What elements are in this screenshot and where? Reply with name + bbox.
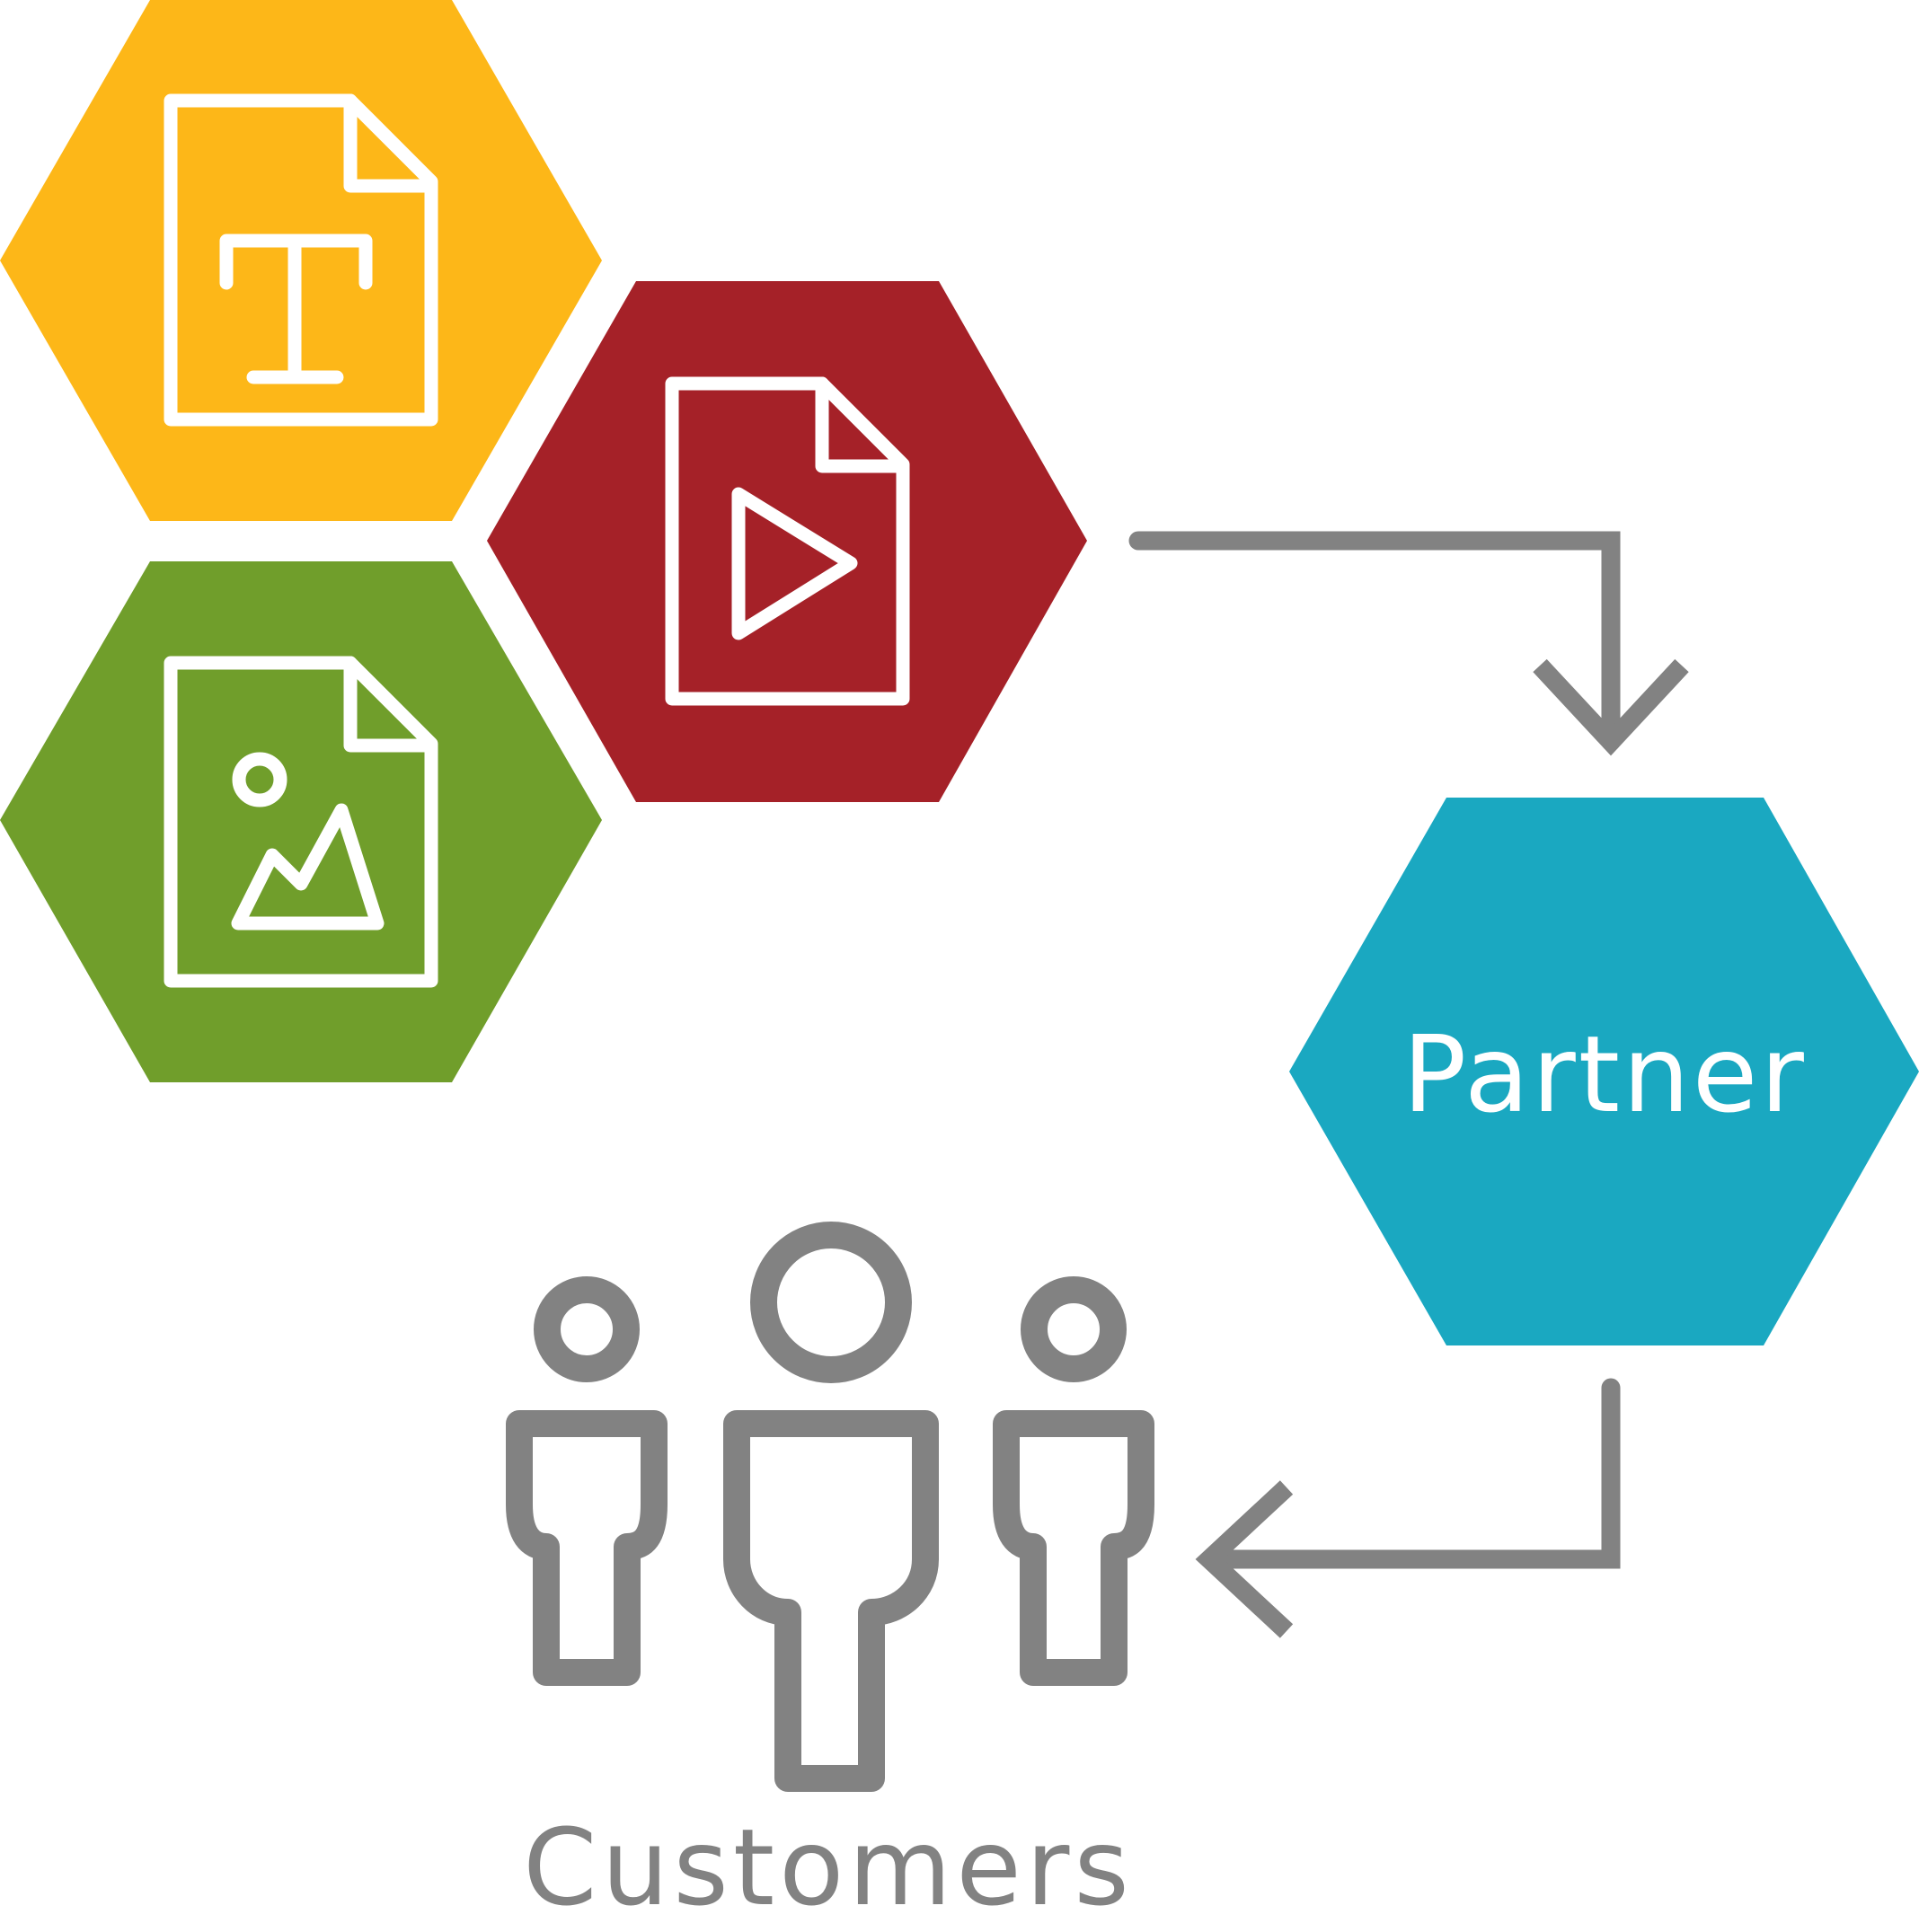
connector-line-down <box>1128 531 1621 752</box>
image-document-hexagon <box>0 561 602 1082</box>
video-document-node <box>487 281 1087 802</box>
arrow-left-icon <box>1195 1480 1294 1638</box>
customers-group-icon <box>506 1222 1154 1792</box>
video-document-hexagon <box>487 281 1087 802</box>
connector-partner-to-customers <box>1195 1378 1621 1638</box>
video-document-icon <box>665 376 910 706</box>
partner-hexagon <box>1289 798 1919 1345</box>
customers-label: Customers <box>523 1805 1134 1929</box>
person-center-icon <box>723 1222 939 1792</box>
image-document-node <box>0 561 602 1082</box>
customers-node: Customers <box>506 1222 1154 1929</box>
text-document-node <box>0 0 602 521</box>
person-right-icon <box>993 1276 1154 1686</box>
image-document-icon <box>164 656 438 988</box>
text-document-icon <box>164 93 438 427</box>
connector-line-left <box>1203 1378 1621 1569</box>
arrow-down-icon <box>1533 658 1689 756</box>
partner-label: Partner <box>1402 1012 1807 1136</box>
connector-video-to-partner <box>1128 531 1689 756</box>
partner-node: Partner <box>1289 798 1919 1345</box>
person-left-icon <box>506 1276 668 1686</box>
